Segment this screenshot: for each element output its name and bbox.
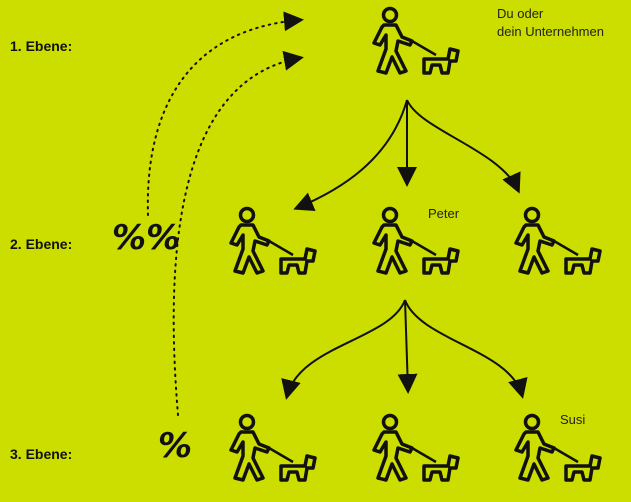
commission-level-2: %% <box>112 218 181 258</box>
commission-flow-arrows <box>146 11 304 416</box>
level-3-right-name: Susi <box>560 412 586 427</box>
person-walking-dog-icon <box>514 413 602 482</box>
level-2-center-name: Peter <box>428 206 460 221</box>
person-walking-dog-icon <box>372 413 460 482</box>
person-walking-dog-icon <box>372 6 460 75</box>
top-person-label-line1: Du oder <box>497 6 544 21</box>
level-1-label: 1. Ebene: <box>10 38 73 54</box>
arrows-level2-to-level3 <box>281 299 528 400</box>
commission-level-3: % <box>158 426 193 466</box>
level-3-label: 3. Ebene: <box>10 446 73 462</box>
person-walking-dog-icon <box>514 206 602 275</box>
top-person-label-line2: dein Unternehmen <box>497 24 604 39</box>
arrows-level1-to-level2 <box>293 99 521 212</box>
person-walking-dog-icon <box>229 413 317 482</box>
level-2-label: 2. Ebene: <box>10 236 73 252</box>
person-walking-dog-icon <box>229 206 317 275</box>
